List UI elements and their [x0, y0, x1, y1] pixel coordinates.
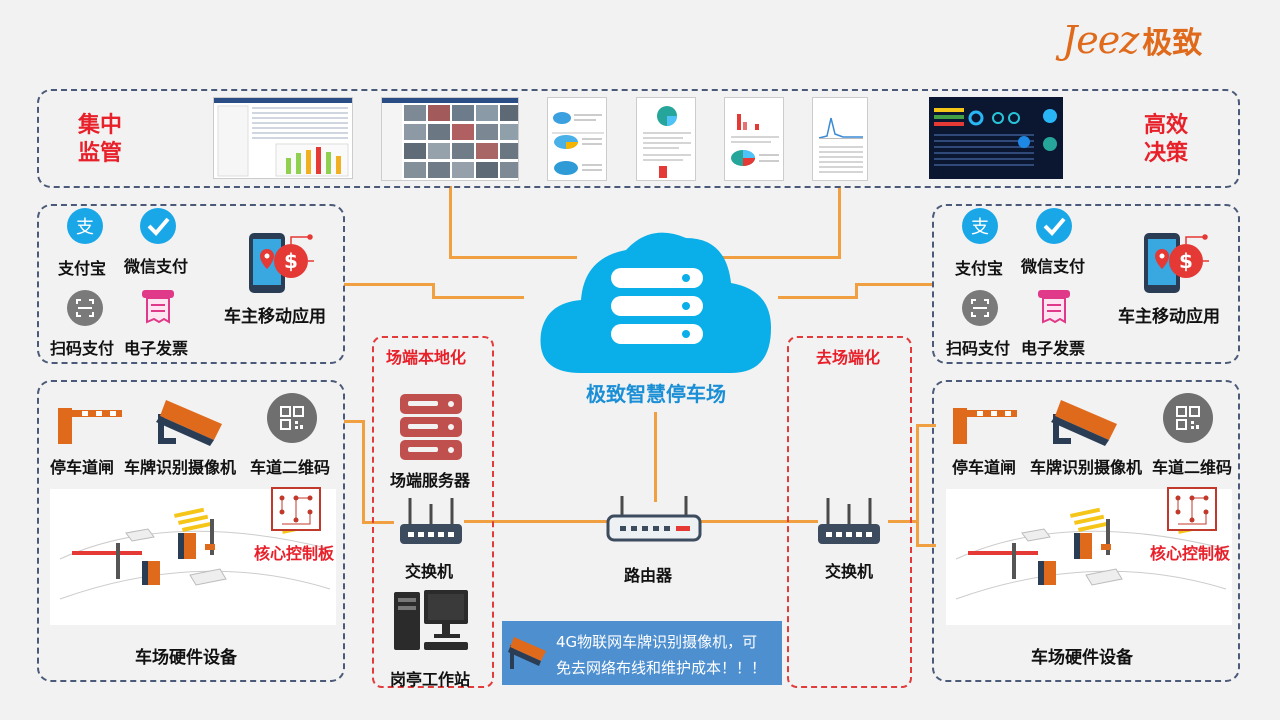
cloud-deployment-title: 去场端化	[816, 348, 881, 367]
barrier-gate-label: 停车道闸	[50, 458, 115, 477]
qrcode-label: 车道二维码	[250, 458, 331, 477]
core-board-label: 核心控制板	[1150, 544, 1231, 563]
scan-pay-icon	[962, 290, 998, 326]
efficient-decision-label: 高效 决策	[1143, 113, 1188, 166]
cloud-icon	[536, 218, 776, 378]
pie-report-screenshot-2	[636, 97, 696, 181]
svg-text:$: $	[1179, 249, 1193, 273]
4g-camera-notice: 4G物联网车牌识别摄像机，可 免去网络布线和维护成本！！！	[502, 621, 782, 685]
monitoring-panel	[37, 89, 1240, 188]
mobile-app-icon: $	[1141, 229, 1211, 295]
site-server-icon	[398, 392, 464, 462]
e-invoice-label: 电子发票	[1021, 339, 1086, 358]
wechat-pay-icon	[1036, 208, 1072, 244]
svg-text:支: 支	[76, 217, 94, 238]
bar-pie-report-screenshot	[724, 97, 784, 181]
qrcode-icon	[1163, 393, 1213, 443]
workstation-icon	[392, 588, 470, 654]
site-server-label: 场端服务器	[390, 471, 471, 490]
barrier-gate-label: 停车道闸	[952, 458, 1017, 477]
mobile-app-icon: $	[246, 229, 316, 295]
lpr-camera-label: 车牌识别摄像机	[124, 458, 237, 477]
hardware-panel-right	[932, 380, 1240, 682]
e-invoice-icon	[1036, 288, 1072, 326]
wechat-pay-icon	[140, 208, 176, 244]
payment-panel-right	[932, 204, 1240, 364]
workstation-label: 岗亭工作站	[390, 670, 471, 689]
cloud-deployment-box	[787, 336, 912, 688]
lpr-camera-icon	[1049, 394, 1123, 450]
scan-pay-label: 扫码支付	[50, 339, 115, 358]
switch-label: 交换机	[405, 562, 454, 581]
trend-report-screenshot	[812, 97, 868, 181]
qrcode-icon	[267, 393, 317, 443]
e-invoice-label: 电子发票	[124, 339, 189, 358]
core-board-icon	[270, 486, 322, 532]
alipay-icon: 支	[962, 208, 998, 244]
svg-text:$: $	[284, 249, 298, 273]
hardware-title: 车场硬件设备	[1031, 648, 1133, 668]
logo-cn: 极致	[1142, 26, 1203, 61]
pie-report-screenshot-1	[547, 97, 607, 181]
barrier-gate-icon	[56, 402, 126, 446]
qrcode-label: 车道二维码	[1152, 458, 1233, 477]
router-icon	[604, 494, 704, 544]
e-invoice-icon	[140, 288, 176, 326]
vehicle-image-grid-screenshot	[381, 97, 519, 181]
wechat-pay-label: 微信支付	[124, 257, 189, 276]
router-label: 路由器	[624, 566, 673, 585]
notice-line-2: 免去网络布线和维护成本！！！	[556, 659, 767, 677]
lpr-camera-icon	[154, 394, 228, 450]
dashboard-screenshot-table	[213, 97, 353, 179]
lpr-camera-label: 车牌识别摄像机	[1030, 458, 1143, 477]
centralized-monitoring-label: 集中 监管	[77, 113, 122, 166]
alipay-label: 支付宝	[58, 259, 107, 278]
mobile-app-label: 车主移动应用	[1118, 307, 1220, 327]
dark-dashboard-screenshot	[929, 97, 1063, 179]
scan-pay-icon	[67, 290, 103, 326]
local-deployment-title: 场端本地化	[386, 348, 467, 367]
switch-icon	[396, 494, 466, 548]
camera-icon	[506, 631, 550, 675]
local-deployment-box	[372, 336, 494, 688]
hardware-title: 车场硬件设备	[135, 648, 237, 668]
alipay-icon: 支	[67, 208, 103, 244]
core-board-label: 核心控制板	[254, 544, 335, 563]
notice-line-1: 4G物联网车牌识别摄像机，可	[556, 633, 758, 651]
core-board-icon	[1166, 486, 1218, 532]
logo-text: Jeez	[1062, 18, 1139, 62]
switch-label: 交换机	[825, 562, 874, 581]
scan-pay-label: 扫码支付	[946, 339, 1011, 358]
svg-text:支: 支	[971, 217, 989, 238]
cloud-label: 极致智慧停车场	[586, 382, 726, 406]
wechat-pay-label: 微信支付	[1021, 257, 1086, 276]
switch-icon	[814, 494, 884, 548]
barrier-gate-icon	[951, 402, 1021, 446]
hardware-panel-left	[37, 380, 345, 682]
alipay-label: 支付宝	[955, 259, 1004, 278]
mobile-app-label: 车主移动应用	[224, 307, 326, 327]
payment-panel-left	[37, 204, 345, 364]
